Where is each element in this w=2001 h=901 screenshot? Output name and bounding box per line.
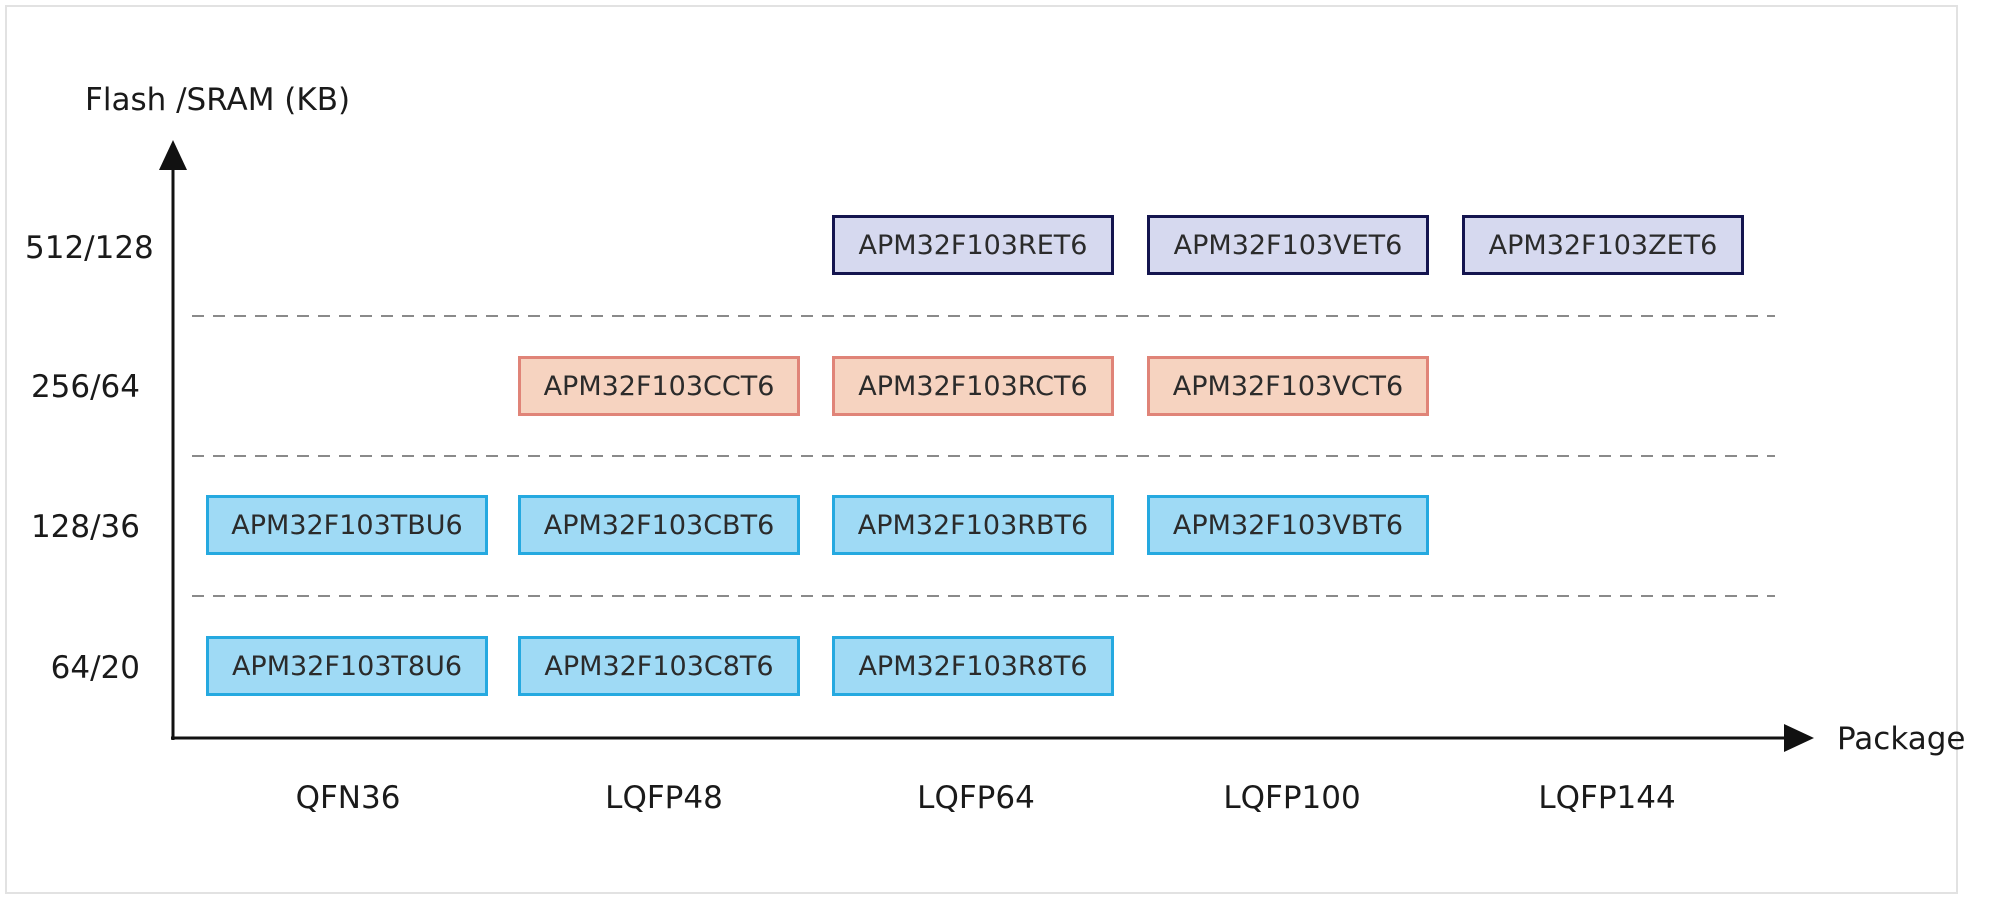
y-axis-arrow [159,140,187,170]
diagram-frame [5,5,1958,894]
x-label-qfn36: QFN36 [295,780,401,816]
x-label-lqfp48: LQFP48 [605,780,723,816]
part-chip-r8t6: APM32F103R8T6 [832,636,1114,696]
y-label-512-128: 512/128 [25,230,154,266]
part-chip-c8t6: APM32F103C8T6 [518,636,800,696]
part-chip-vbt6: APM32F103VBT6 [1147,495,1429,555]
part-chip-cct6: APM32F103CCT6 [518,356,800,416]
part-chip-rct6: APM32F103RCT6 [832,356,1114,416]
part-chip-t8u6: APM32F103T8U6 [206,636,488,696]
x-label-lqfp100: LQFP100 [1223,780,1361,816]
part-chip-cbt6: APM32F103CBT6 [518,495,800,555]
y-axis-title: Flash /SRAM (KB) [85,82,351,118]
x-label-lqfp144: LQFP144 [1538,780,1676,816]
part-chip-vet6: APM32F103VET6 [1147,215,1429,275]
x-label-lqfp64: LQFP64 [917,780,1035,816]
part-chip-rbt6: APM32F103RBT6 [832,495,1114,555]
x-axis-arrow [1784,724,1814,752]
part-chip-ret6: APM32F103RET6 [832,215,1114,275]
y-label-256-64: 256/64 [30,369,140,405]
x-axis-title: Package [1837,721,1966,757]
y-label-128-36: 128/36 [30,509,140,545]
part-chip-zet6: APM32F103ZET6 [1462,215,1744,275]
part-chip-vct6: APM32F103VCT6 [1147,356,1429,416]
part-chip-tbu6: APM32F103TBU6 [206,495,488,555]
y-label-64-20: 64/20 [50,650,140,686]
